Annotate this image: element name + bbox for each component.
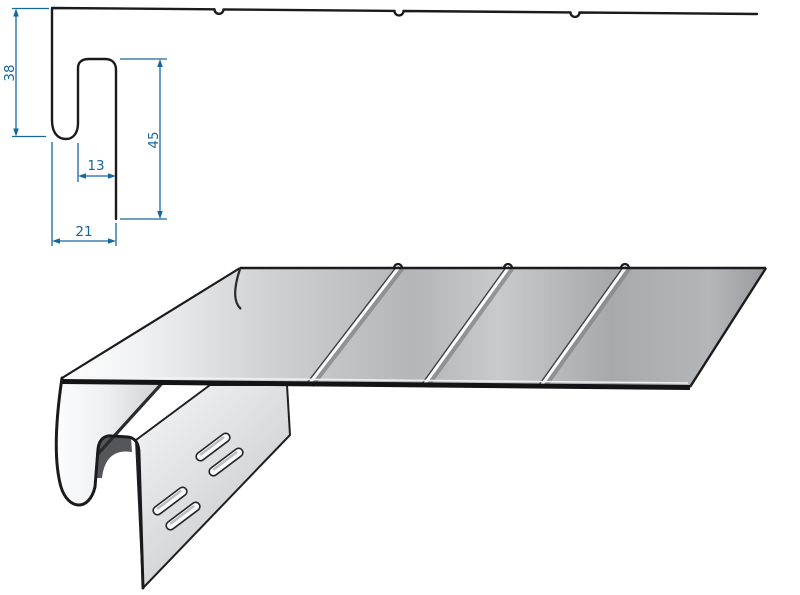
dimension-45: 45 — [120, 58, 167, 220]
nail-slot — [195, 432, 231, 462]
front-edge-highlight — [69, 376, 689, 384]
dimension-45-lines — [120, 58, 167, 220]
fold-edge — [61, 267, 241, 379]
arrow-right-icon — [108, 173, 116, 179]
nail-slot — [152, 486, 188, 516]
hook-channel-shadow — [97, 435, 132, 478]
dimension-21-lines — [51, 142, 117, 246]
render-3d — [54, 262, 768, 590]
panel-surface — [62, 268, 766, 387]
panel-ridges — [304, 262, 631, 390]
profile-cross-section: 38 45 13 21 — [2, 6, 759, 246]
dimension-45-label: 45 — [146, 131, 162, 148]
right-end-edge — [688, 267, 768, 388]
dimension-13-lines — [77, 143, 109, 182]
arrow-up-icon — [157, 59, 163, 67]
dimension-13: 13 — [77, 143, 116, 182]
far-end-cut-hint — [234, 268, 242, 310]
flange-face — [135, 384, 291, 589]
nail-slot — [165, 501, 201, 531]
nail-slot — [208, 447, 244, 477]
ridge — [304, 262, 404, 388]
nailing-flange — [135, 384, 291, 589]
near-end-cut-outline — [54, 376, 145, 590]
arrow-left-icon — [78, 173, 86, 179]
dimension-38: 38 — [2, 7, 49, 138]
dimension-38-label: 38 — [2, 64, 18, 81]
arrow-up-icon — [13, 8, 19, 17]
arrow-down-icon — [13, 128, 19, 137]
dimension-21: 21 — [51, 142, 117, 246]
arrow-right-icon — [108, 238, 116, 244]
arrow-left-icon — [52, 238, 60, 244]
dimension-21-label: 21 — [75, 224, 92, 240]
panel-edges — [61, 266, 768, 390]
dimension-38-lines — [12, 7, 49, 138]
arrow-down-icon — [157, 211, 163, 219]
dimension-13-label: 13 — [87, 158, 104, 174]
front-edge — [61, 379, 691, 390]
profile-outline — [50, 6, 759, 221]
